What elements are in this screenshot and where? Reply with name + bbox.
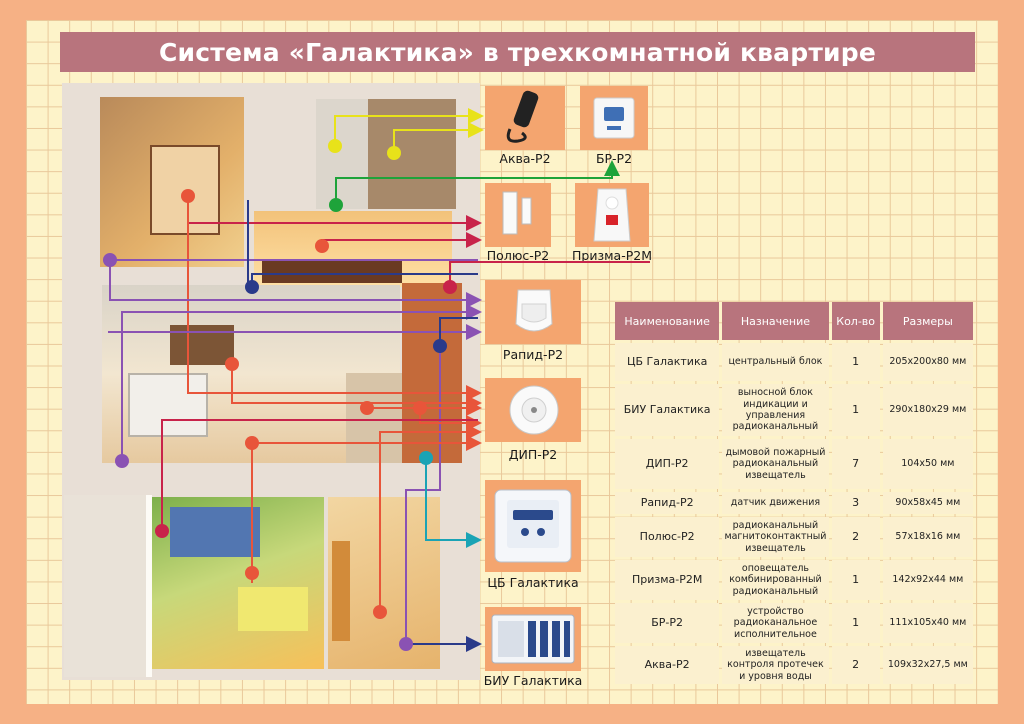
- table-row: ЦБ Галактика центральный блок 1 205х200х…: [615, 343, 973, 381]
- rapid-device-icon: [508, 282, 560, 342]
- bed: [150, 145, 220, 235]
- cell-purpose: датчик движения: [722, 492, 829, 514]
- column-header-purpose: Назначение: [722, 302, 829, 340]
- dip-label: ДИП-Р2: [508, 447, 558, 462]
- cell-quantity: 3: [831, 492, 880, 514]
- cell-purpose: дымовой пожарный радиоканальный извещате…: [722, 439, 829, 489]
- cell-purpose: оповещатель комбинированный радиоканальн…: [722, 560, 829, 600]
- akva-device-icon: [495, 88, 555, 148]
- cell-size: 290х180х29 мм: [882, 384, 973, 436]
- table-row: Призма-Р2М оповещатель комбинированный р…: [615, 560, 973, 600]
- cell-quantity: 2: [831, 517, 880, 557]
- table-header-row: Наименование Назначение Кол-во Размеры: [615, 302, 973, 340]
- cell-size: 57х18х16 мм: [882, 517, 973, 557]
- cell-name: Рапид-Р2: [615, 492, 720, 514]
- cell-name: Призма-Р2М: [615, 560, 720, 600]
- polus-label: Полюс-Р2: [486, 248, 550, 263]
- table-row: БИУ Галактика выносной блок индикации и …: [615, 384, 973, 436]
- akva-label: Аква-Р2: [499, 151, 551, 166]
- cell-quantity: 1: [831, 384, 880, 436]
- cell-quantity: 1: [831, 603, 880, 643]
- cell-name: БР-Р2: [615, 603, 720, 643]
- cell-size: 111х105х40 мм: [882, 603, 973, 643]
- table-row: Рапид-Р2 датчик движения 3 90х58х45 мм: [615, 492, 973, 514]
- cb-device-icon: [489, 484, 577, 568]
- column-header-quantity: Кол-во: [831, 302, 880, 340]
- page-title: Система «Галактика» в трехкомнатной квар…: [60, 32, 975, 72]
- bathroom: [316, 99, 370, 209]
- kitchen-counter: [262, 261, 402, 283]
- cell-quantity: 1: [831, 560, 880, 600]
- cell-purpose: центральный блок: [722, 343, 829, 381]
- cell-size: 205х200х80 мм: [882, 343, 973, 381]
- table-row: Полюс-Р2 радиоканальный магнитоконтактны…: [615, 517, 973, 557]
- cell-size: 109х32х27,5 мм: [882, 646, 973, 684]
- cell-name: Полюс-Р2: [615, 517, 720, 557]
- br-label: БР-Р2: [595, 151, 633, 166]
- polus-device-icon: [492, 186, 544, 240]
- balcony: [64, 495, 152, 677]
- cell-quantity: 2: [831, 646, 880, 684]
- table-row: ДИП-Р2 дымовой пожарный радиоканальный и…: [615, 439, 973, 489]
- dip-device-icon: [504, 380, 564, 440]
- kids-bed: [170, 507, 260, 557]
- cell-quantity: 7: [831, 439, 880, 489]
- cell-purpose: извещатель контроля протечек и уровня во…: [722, 646, 829, 684]
- toilet-room: [368, 99, 456, 209]
- cell-size: 90х58х45 мм: [882, 492, 973, 514]
- cell-size: 142х92х44 мм: [882, 560, 973, 600]
- cell-size: 104х50 мм: [882, 439, 973, 489]
- kids-table: [238, 587, 308, 631]
- cell-purpose: радиоканальный магнитоконтактный извещат…: [722, 517, 829, 557]
- armchair: [170, 325, 234, 365]
- br-device-icon: [588, 92, 640, 144]
- cell-purpose: выносной блок индикации и управления рад…: [722, 384, 829, 436]
- table-row: Аква-Р2 извещатель контроля протечек и у…: [615, 646, 973, 684]
- column-header-name: Наименование: [615, 302, 720, 340]
- rapid-label: Рапид-Р2: [502, 347, 564, 362]
- cb-label: ЦБ Галактика: [487, 575, 579, 590]
- floor-plan: [62, 83, 480, 680]
- column-header-size: Размеры: [882, 302, 973, 340]
- biu-device-icon: [489, 610, 577, 668]
- cell-quantity: 1: [831, 343, 880, 381]
- study-desk: [332, 541, 350, 641]
- cell-name: ДИП-Р2: [615, 439, 720, 489]
- cell-name: БИУ Галактика: [615, 384, 720, 436]
- storage-room: [346, 373, 402, 463]
- prizma-device-icon: [585, 184, 639, 246]
- hallway: [402, 283, 462, 463]
- cell-name: Аква-Р2: [615, 646, 720, 684]
- specification-table: Наименование Назначение Кол-во Размеры Ц…: [612, 299, 976, 687]
- prizma-label: Призма-Р2М: [572, 248, 652, 263]
- table-row: БР-Р2 устройство радиоканальное исполнит…: [615, 603, 973, 643]
- cell-purpose: устройство радиоканальное исполнительное: [722, 603, 829, 643]
- cell-name: ЦБ Галактика: [615, 343, 720, 381]
- biu-label: БИУ Галактика: [483, 673, 583, 688]
- sofa: [128, 373, 208, 437]
